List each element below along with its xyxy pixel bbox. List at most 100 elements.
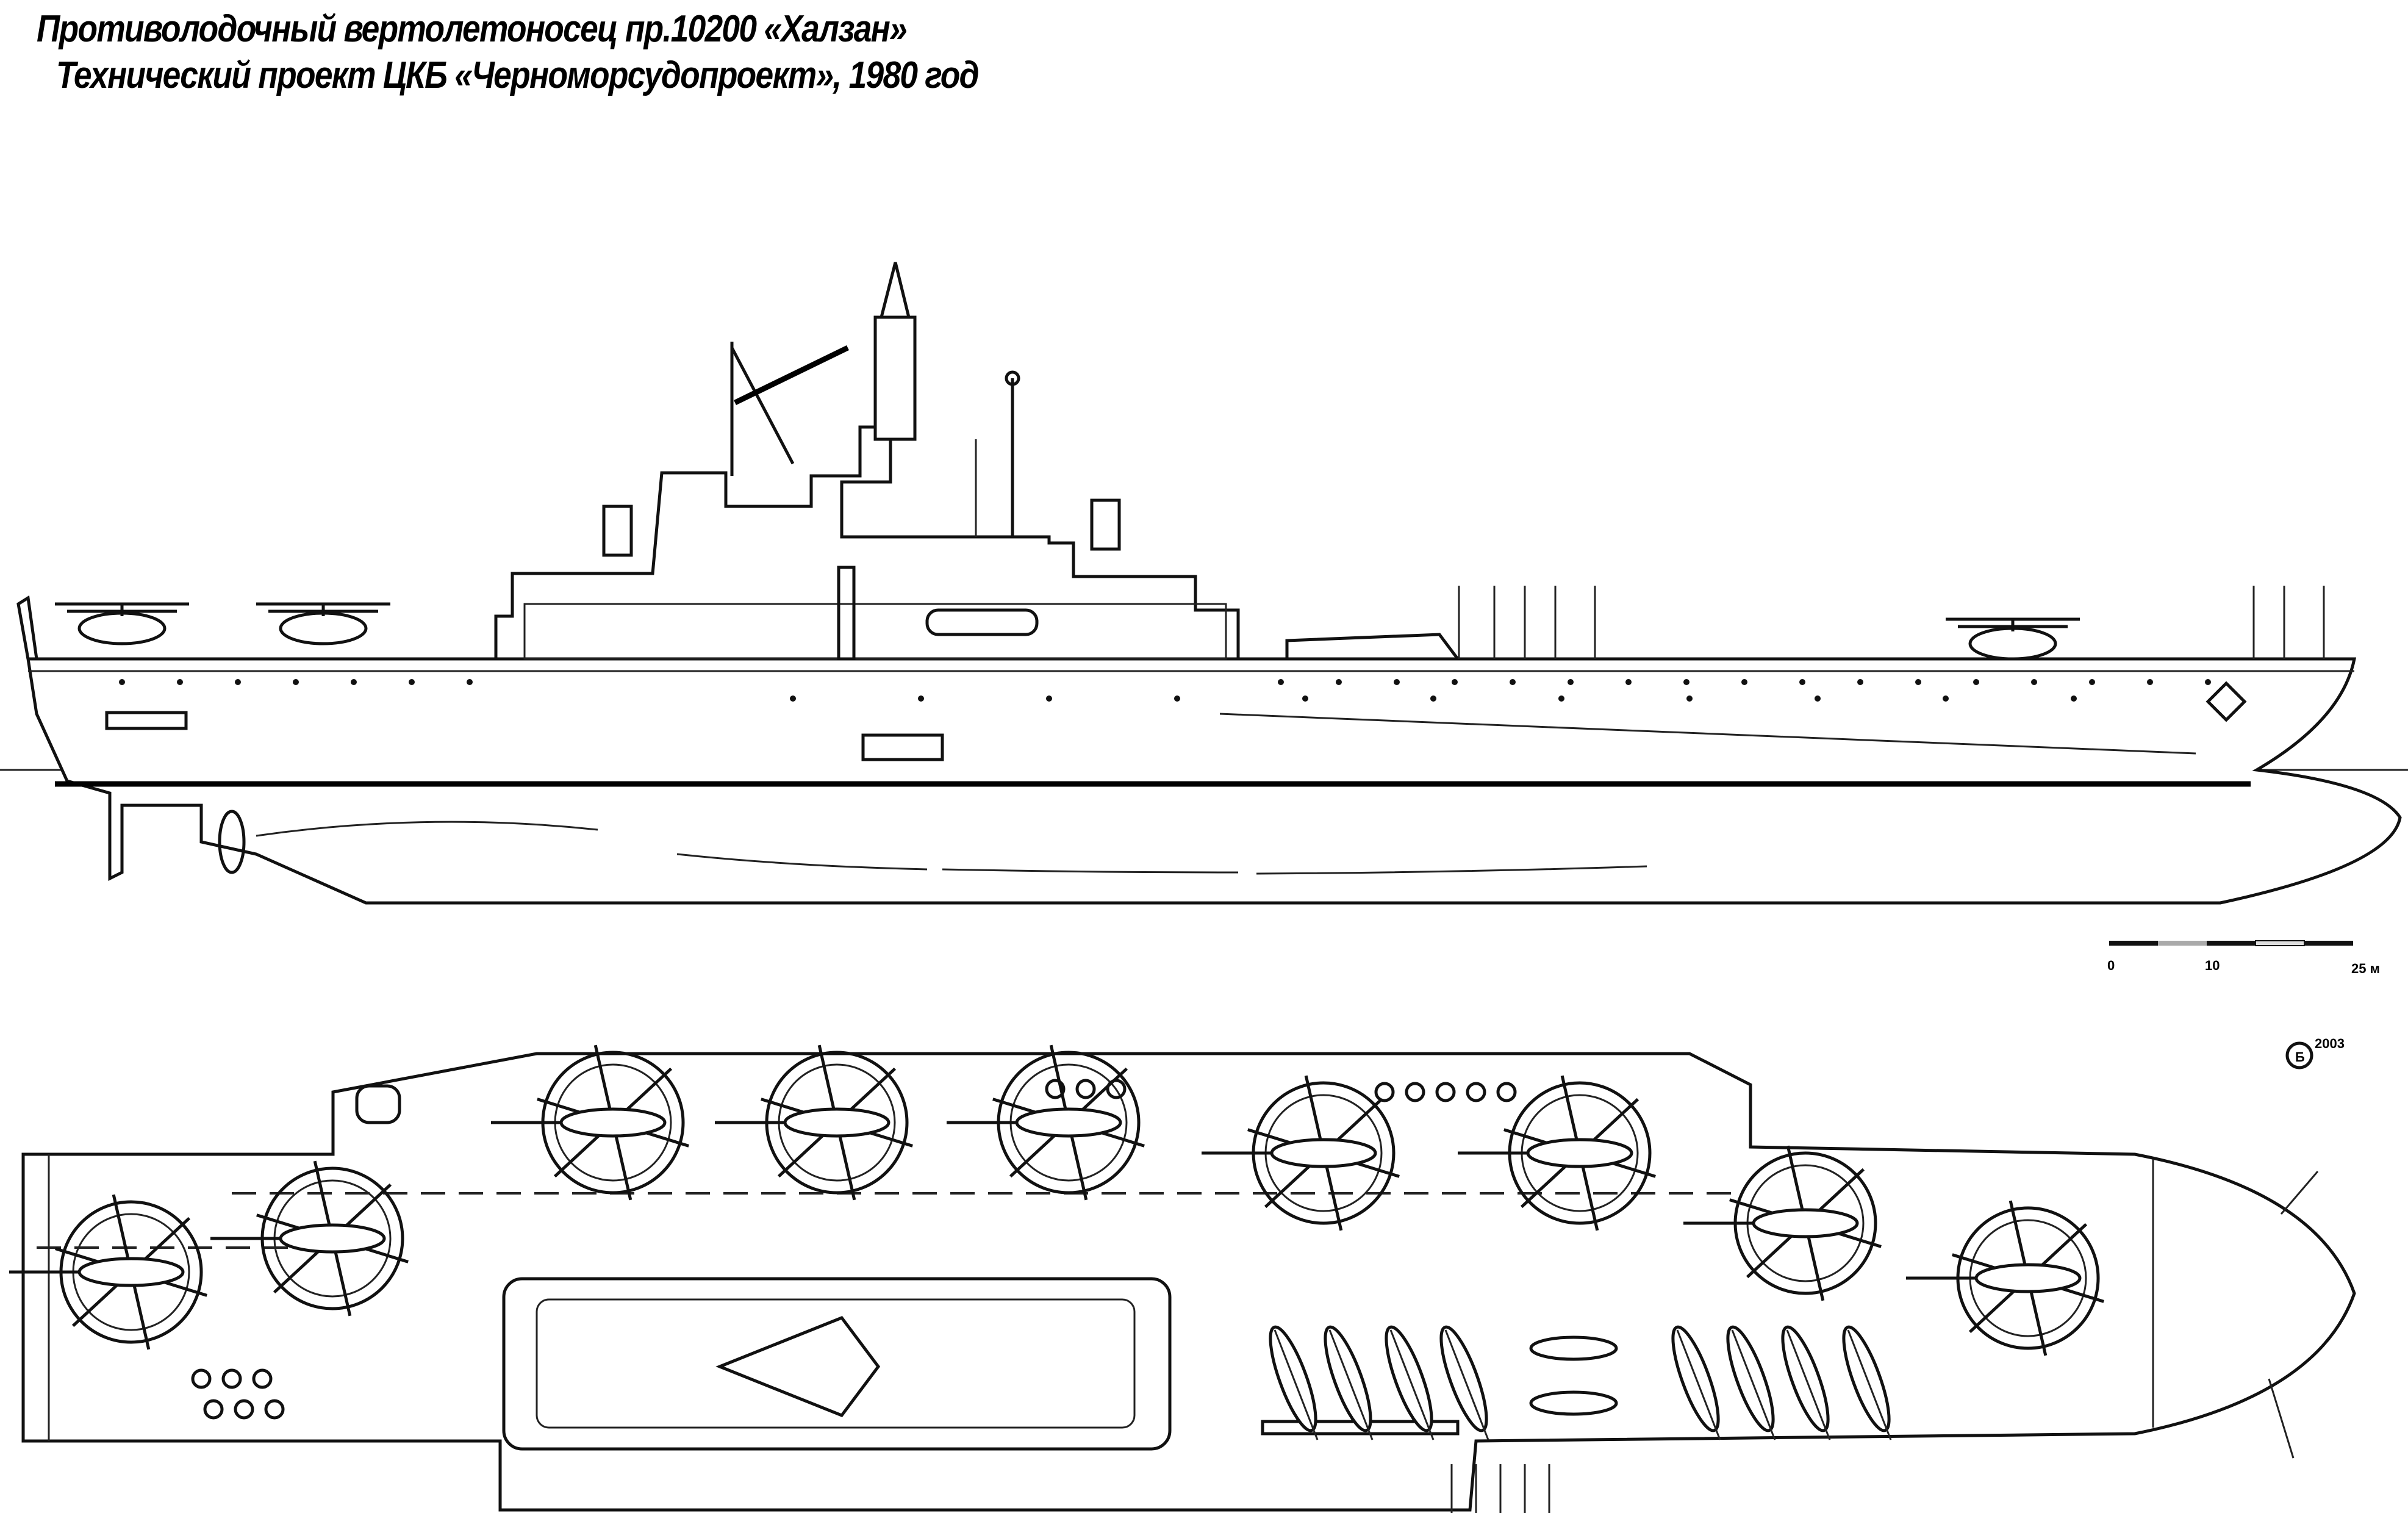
main-mast xyxy=(730,342,795,476)
fuselage xyxy=(77,1257,185,1287)
ladder xyxy=(837,566,856,661)
helicopter-plan xyxy=(491,1044,689,1201)
island-inner xyxy=(536,1298,1136,1429)
funnel-tower xyxy=(873,315,917,441)
folded-helicopter xyxy=(1385,1325,1435,1440)
scale-label-10: 10 xyxy=(2205,958,2220,973)
plan-view xyxy=(9,1044,2356,1513)
boat-plan xyxy=(355,1084,401,1124)
folded-helicopter xyxy=(1671,1325,1721,1440)
porthole xyxy=(1430,695,1436,702)
porthole xyxy=(918,695,924,702)
porthole xyxy=(2071,695,2077,702)
porthole xyxy=(1278,679,1284,685)
porthole xyxy=(1302,695,1308,702)
signature-mark: Б xyxy=(2295,1049,2305,1065)
deck-hatch xyxy=(203,1399,224,1420)
scale-bar: 0 10 25 м xyxy=(2107,940,2380,976)
porthole xyxy=(2031,679,2037,685)
helicopter-side xyxy=(1946,617,2080,661)
porthole xyxy=(1452,679,1458,685)
folded-helicopter xyxy=(1781,1325,1831,1440)
porthole xyxy=(1815,695,1821,702)
bow-sheer xyxy=(1219,713,2196,755)
folded-blades xyxy=(1328,1329,1374,1440)
helicopter-side xyxy=(256,602,390,645)
folded-blades xyxy=(1731,1329,1776,1440)
boat xyxy=(925,608,1039,636)
helicopter-plan xyxy=(947,1044,1145,1201)
deck-hatch xyxy=(1106,1079,1127,1099)
forward-boom xyxy=(734,345,849,406)
side-view xyxy=(0,262,2408,905)
propeller xyxy=(218,810,246,874)
mast-top xyxy=(880,262,911,318)
antenna-lines xyxy=(1450,1171,2319,1513)
island-mast-plan xyxy=(715,1315,881,1418)
porthole xyxy=(2147,679,2153,685)
helicopter-plan xyxy=(1202,1075,1400,1231)
porthole xyxy=(467,679,473,685)
stern-bulwark xyxy=(16,595,38,659)
helicopter-side xyxy=(55,602,189,645)
superstructure xyxy=(494,425,1240,661)
porthole xyxy=(235,679,241,685)
folded-blades xyxy=(1676,1329,1721,1440)
porthole xyxy=(1741,679,1747,685)
signature-year: 2003 xyxy=(2315,1036,2345,1051)
bow-emblem xyxy=(2206,681,2247,722)
deck-hatch xyxy=(234,1399,254,1420)
author-signature: Б 2003 xyxy=(2285,1036,2345,1069)
folded-helicopters xyxy=(1269,1325,1892,1440)
porthole xyxy=(1394,679,1400,685)
parked-helicopter xyxy=(1529,1390,1618,1416)
deck-hatch xyxy=(1466,1082,1486,1102)
porthole xyxy=(293,679,299,685)
bilge-keel xyxy=(1256,865,1647,875)
porthole xyxy=(351,679,357,685)
deck-helicopters xyxy=(9,1044,2104,1356)
helicopter-plan xyxy=(1906,1200,2104,1356)
deck-hatch xyxy=(1496,1082,1517,1102)
porthole xyxy=(1857,679,1863,685)
folded-helicopter xyxy=(1439,1325,1489,1440)
hull-opening xyxy=(861,733,944,761)
helicopter-plan xyxy=(1683,1145,1882,1301)
porthole xyxy=(1336,679,1342,685)
deck-hatches xyxy=(191,1079,1517,1420)
fuselage xyxy=(279,1223,386,1254)
folded-blades xyxy=(1389,1329,1435,1440)
helicopter-body xyxy=(279,611,368,645)
porthole xyxy=(409,679,415,685)
porthole xyxy=(1683,679,1690,685)
bilge-keel xyxy=(942,868,1239,874)
shaft-bracket xyxy=(256,821,598,837)
folded-blades xyxy=(1847,1329,1892,1440)
porthole xyxy=(1973,679,1979,685)
porthole xyxy=(2205,679,2211,685)
deck-hatch xyxy=(1075,1079,1096,1099)
island-plan xyxy=(502,1277,1172,1451)
fuselage xyxy=(1015,1107,1122,1138)
radar-dome xyxy=(1005,370,1020,386)
porthole xyxy=(119,679,125,685)
deck-hatch xyxy=(252,1368,273,1389)
helicopter-body xyxy=(1968,627,2057,661)
deck-masts xyxy=(1458,586,2325,659)
deck-hatch xyxy=(191,1368,212,1389)
fuselage xyxy=(559,1107,667,1138)
porthole xyxy=(1174,695,1180,702)
helicopter-plan xyxy=(9,1194,207,1350)
helicopter-plan xyxy=(210,1160,409,1317)
director-aft xyxy=(602,505,633,557)
helicopter-body xyxy=(77,611,167,645)
porthole xyxy=(1046,695,1052,702)
helicopter-plan xyxy=(715,1044,913,1201)
folded-blades xyxy=(1444,1329,1489,1440)
fuselage xyxy=(1752,1208,1859,1238)
scale-label-0: 0 xyxy=(2107,958,2115,973)
porthole xyxy=(790,695,796,702)
deck-hatch xyxy=(1435,1082,1456,1102)
porthole xyxy=(1568,679,1574,685)
folded-helicopter xyxy=(1324,1325,1374,1440)
